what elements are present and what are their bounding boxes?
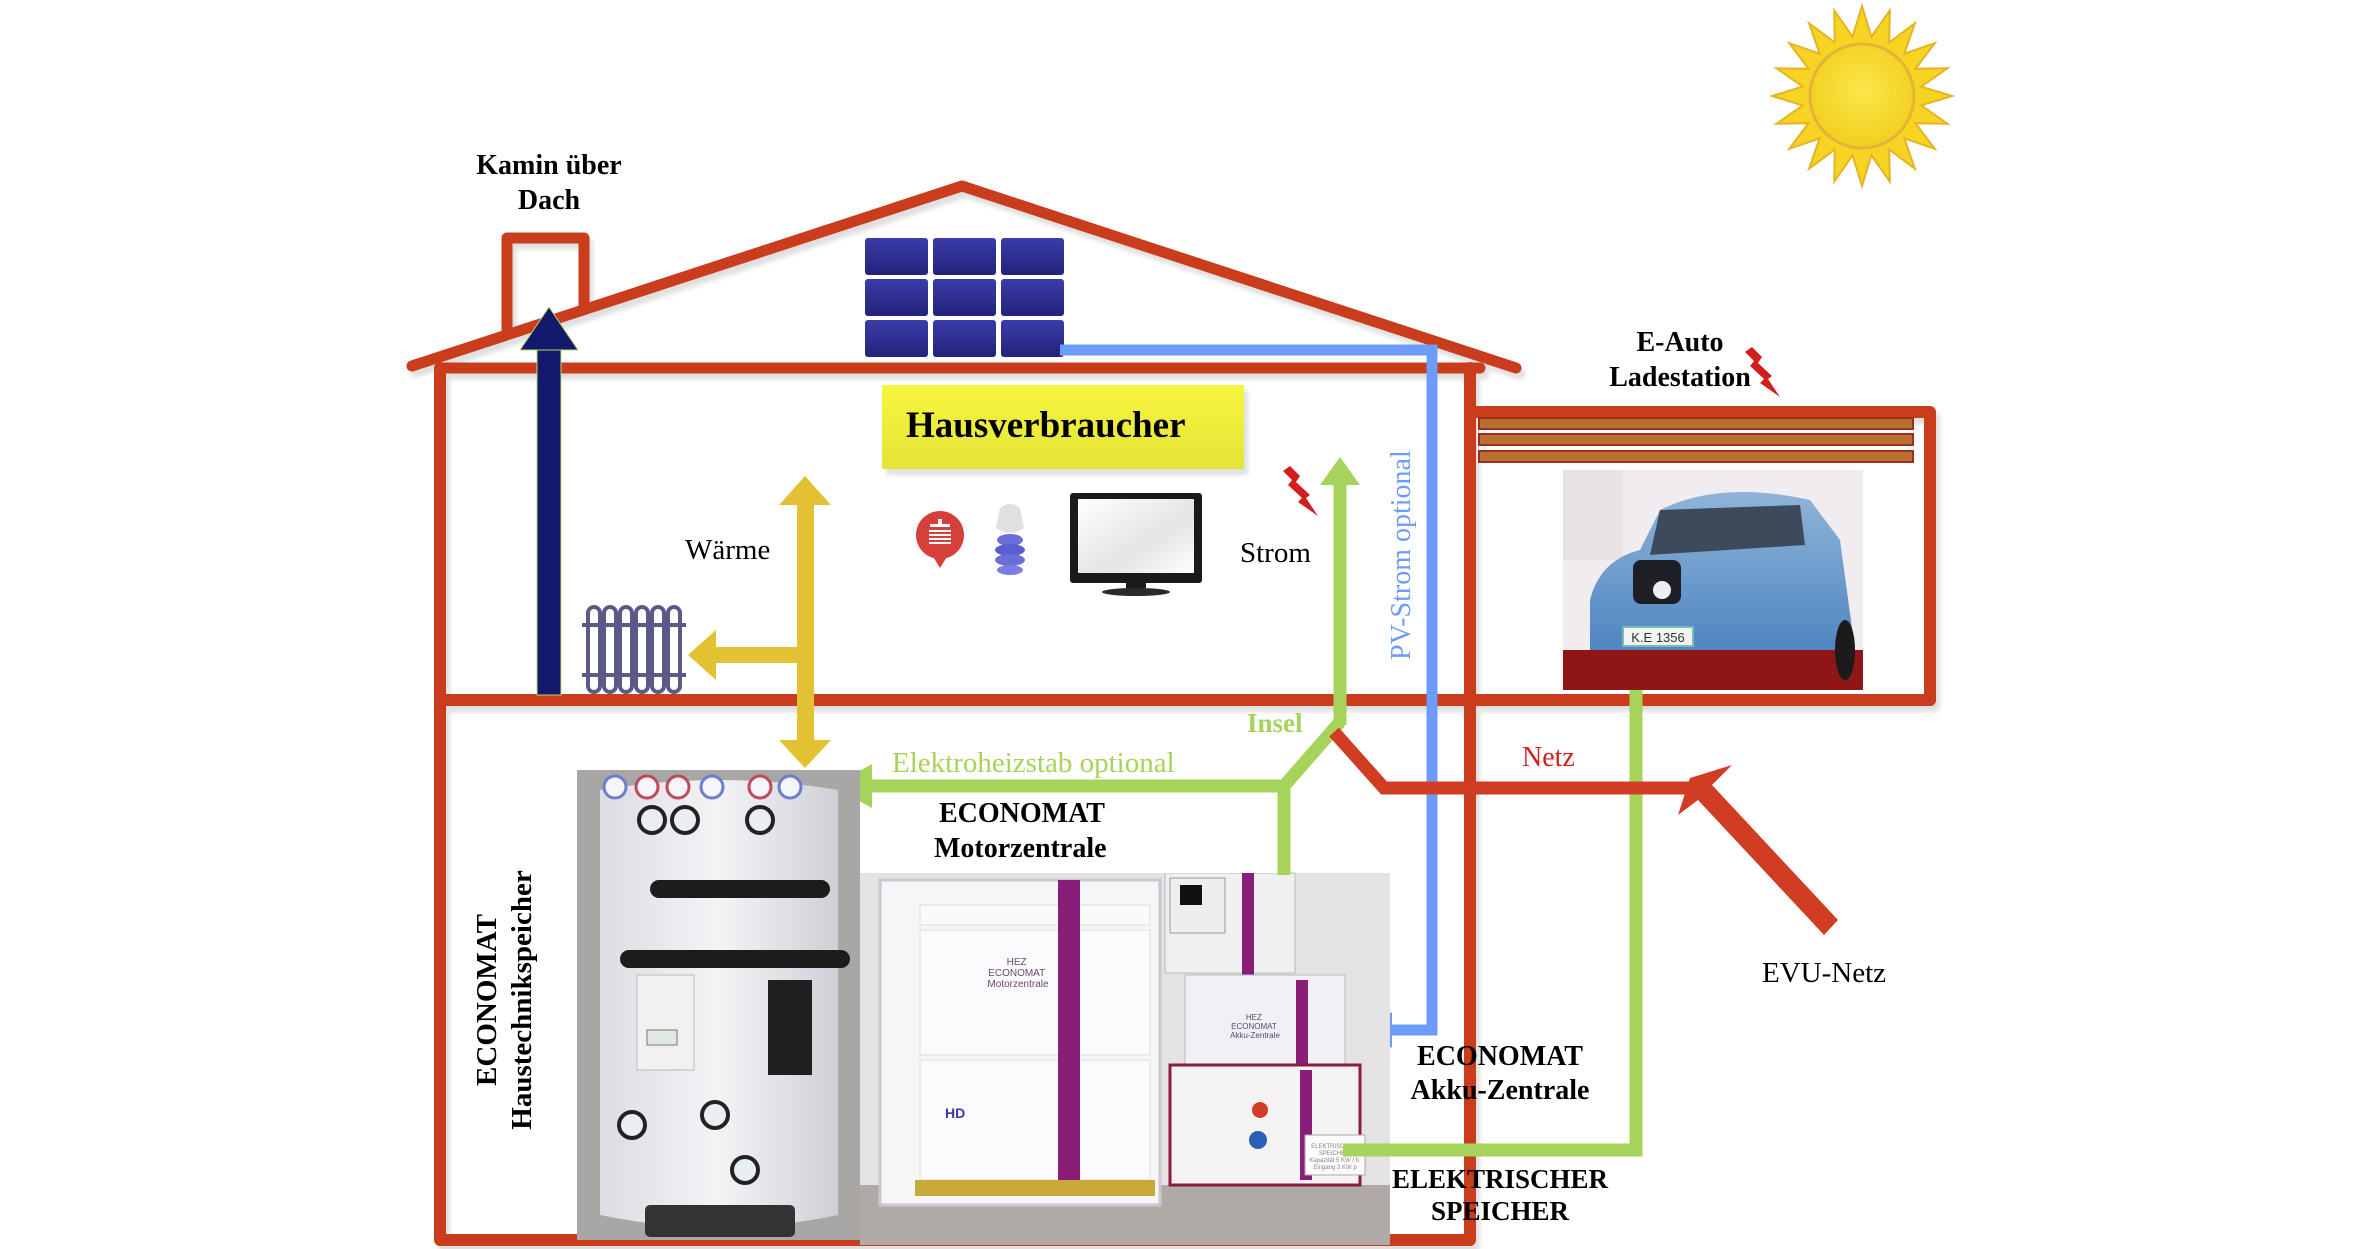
- roof: [406, 180, 1522, 374]
- solar-panel-cell: [933, 279, 996, 316]
- solar-panel-cell: [865, 279, 928, 316]
- consumers-box: [882, 385, 1244, 469]
- gauge: [699, 774, 725, 800]
- pv-label: PV-Strom optional: [1386, 450, 1417, 660]
- solar-panel-cell: [933, 238, 996, 275]
- solar-panel-cell: [1001, 238, 1064, 275]
- ev-station-line2: Ladestation: [1609, 362, 1751, 393]
- gauge: [665, 774, 691, 800]
- power-label: Strom: [1240, 537, 1311, 569]
- radiator-fin: [618, 605, 634, 694]
- chimney: [501, 232, 590, 336]
- solar-panel-cell: [1001, 320, 1064, 357]
- chimney-label-line1: Kamin über: [476, 150, 622, 181]
- lightning-icon: [1745, 347, 1780, 397]
- electric-storage-line2: SPEICHER: [1430, 1196, 1570, 1227]
- solar-panel-cell: [1001, 279, 1064, 316]
- ev-station-label: E-Auto Ladestation: [1580, 325, 1780, 395]
- exhaust-arrow: [519, 306, 579, 696]
- solar-panel-icon: [865, 238, 1064, 357]
- pump: [637, 805, 667, 835]
- gauge: [747, 774, 773, 800]
- motor-unit-label: ECONOMAT Motorzentrale: [934, 796, 1107, 866]
- sun-icon: [1768, 2, 1956, 190]
- solar-panel-cell: [865, 320, 928, 357]
- heating-rod-label: Elektroheizstab optional: [892, 747, 1175, 779]
- storage-unit-line1: ECONOMAT: [471, 914, 503, 1086]
- pump: [617, 1110, 647, 1140]
- storage-unit-line2: Haustechnikspeicher: [505, 870, 538, 1130]
- battery-unit-line1: ECONOMAT: [1417, 1041, 1583, 1072]
- chimney-label-line2: Dach: [517, 185, 581, 216]
- light-bulb-icon: [995, 504, 1025, 575]
- grid-lines: [1329, 727, 1838, 935]
- island-label: Insel: [1247, 708, 1303, 738]
- car-photo: K.E 1356: [1563, 470, 1863, 690]
- gauge: [602, 774, 628, 800]
- pump: [700, 1100, 730, 1130]
- tv-icon: [1070, 493, 1202, 596]
- radiator-fin: [602, 605, 618, 694]
- battery-unit-line2: Akku-Zentrale: [1410, 1074, 1590, 1106]
- brand-logo: HD: [945, 1105, 965, 1121]
- storage-sign-text: ELEKTRISCHER SPEICHER Kapazität 5 KW / h…: [1309, 1144, 1360, 1171]
- storage-unit-label: ECONOMAT Haustechnikspeicher: [470, 870, 540, 1130]
- motor-unit-line2: Motorzentrale: [934, 833, 1107, 864]
- battery-unit-label: ECONOMAT Akku-Zentrale: [1385, 1040, 1615, 1107]
- solar-panel-cell: [865, 238, 928, 275]
- storage-photo: [577, 770, 860, 1240]
- pump: [745, 805, 775, 835]
- equipment-photo: HEZ ECONOMAT Motorzentrale HD HEZ ECONOM…: [860, 872, 1390, 1245]
- ev-station-line1: E-Auto: [1636, 327, 1724, 358]
- battery-panel-text: HEZ ECONOMAT Akku-Zentrale: [1230, 1013, 1280, 1040]
- heat-arrows: [688, 476, 831, 768]
- solar-panel-cell: [933, 320, 996, 357]
- shower-icon: [916, 511, 964, 568]
- electric-storage-label: ELEKTRISCHER SPEICHER: [1370, 1163, 1630, 1228]
- electric-storage-line1: ELEKTRISCHER: [1391, 1164, 1609, 1194]
- consumers-title: Hausverbraucher: [906, 405, 1186, 446]
- radiator-fin: [634, 605, 650, 694]
- garage-outline: [1464, 406, 1936, 706]
- radiator-fin: [650, 605, 666, 694]
- utility-grid-label: EVU-Netz: [1762, 957, 1887, 989]
- license-plate: K.E 1356: [1631, 630, 1685, 645]
- grid-label: Netz: [1522, 742, 1575, 773]
- radiator-fin: [666, 605, 682, 694]
- heat-label: Wärme: [685, 534, 771, 566]
- gauge: [634, 774, 660, 800]
- motor-panel-text: HEZ ECONOMAT Motorzentrale: [987, 957, 1049, 990]
- pump: [670, 805, 700, 835]
- radiator-icon: [582, 605, 686, 694]
- chimney-label: Kamin über Dach: [455, 148, 643, 218]
- motor-unit-line1: ECONOMAT: [939, 798, 1105, 829]
- pump: [730, 1155, 760, 1185]
- gauge: [777, 774, 803, 800]
- radiator-fin: [586, 605, 602, 694]
- garage-door: [1478, 417, 1914, 463]
- lightning-icon: [1283, 466, 1318, 516]
